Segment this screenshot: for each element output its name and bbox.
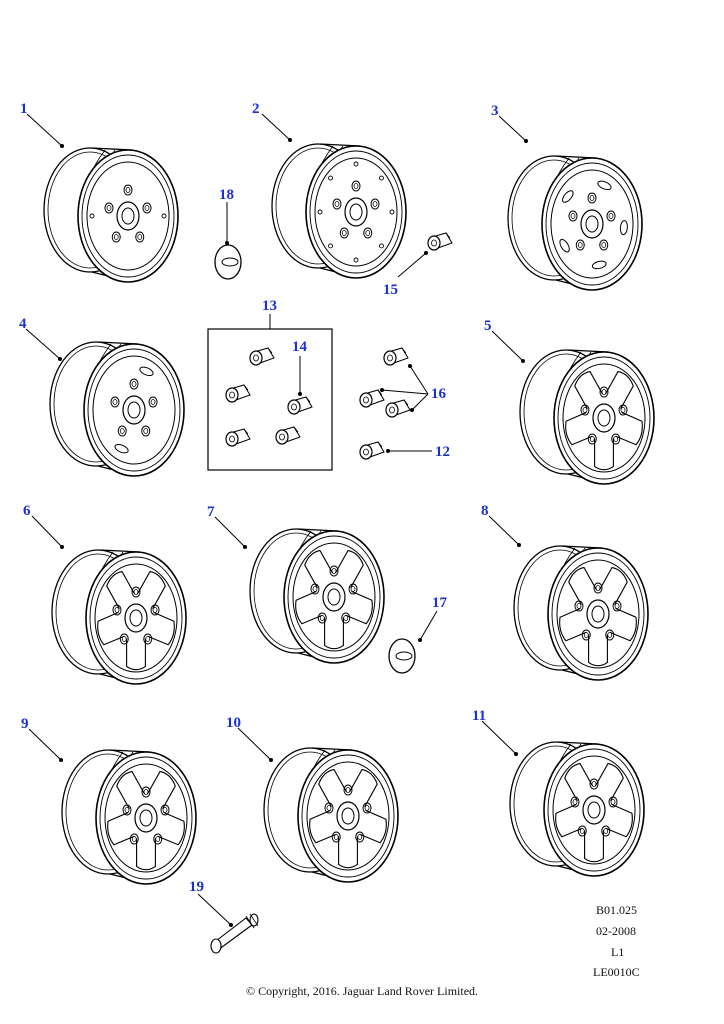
- wheel-8: [513, 545, 649, 681]
- diagram-level: L1: [611, 945, 625, 959]
- nut-14-a: [249, 347, 275, 366]
- wheel-5: [519, 349, 655, 485]
- callout-8: 8: [481, 503, 489, 519]
- callout-16: 16: [431, 386, 446, 402]
- leader-10: [237, 727, 273, 762]
- centre-cap-18: [214, 244, 242, 280]
- callout-1: 1: [20, 101, 28, 117]
- leader-17: [418, 610, 438, 642]
- callout-4: 4: [19, 316, 27, 332]
- leader-12: [386, 449, 432, 453]
- wheel-10: [263, 747, 399, 883]
- callout-17: 17: [432, 595, 447, 611]
- leader-1: [26, 113, 64, 148]
- nut-14-e: [275, 426, 301, 445]
- wheel-nut-16-a: [383, 347, 409, 366]
- wheel-7: [249, 528, 385, 664]
- leader-16: [380, 364, 429, 412]
- callout-13: 13: [262, 298, 277, 314]
- callout-3: 3: [491, 103, 499, 119]
- wheel-3: [507, 155, 643, 291]
- diagram-date: 02-2008: [596, 924, 636, 938]
- leader-14: [298, 356, 302, 396]
- callout-12: 12: [435, 444, 450, 460]
- centre-cap-17: [388, 638, 416, 674]
- nut-14-c: [287, 396, 313, 415]
- tyre-valve-19: [210, 913, 259, 954]
- locking-nut-15: [427, 232, 453, 251]
- wheel-nut-16-c: [385, 399, 411, 418]
- leader-2: [261, 113, 292, 142]
- callout-5: 5: [484, 318, 492, 334]
- leader-11: [481, 720, 518, 756]
- nut-14-d: [225, 428, 251, 447]
- wheel-1: [43, 147, 179, 283]
- callout-6: 6: [23, 503, 31, 519]
- callout-14: 14: [292, 339, 307, 355]
- nut-set-box-13: [207, 314, 333, 471]
- leader-3: [498, 115, 528, 143]
- callout-11: 11: [472, 708, 487, 724]
- wheel-2: [271, 143, 407, 279]
- nut-14-b: [225, 384, 251, 403]
- leader-4: [25, 328, 62, 361]
- callout-9: 9: [21, 716, 29, 732]
- leader-7: [214, 516, 247, 549]
- callout-7: 7: [207, 504, 215, 520]
- leader-19: [197, 893, 233, 927]
- copyright-notice: © Copyright, 2016. Jaguar Land Rover Lim…: [245, 984, 479, 998]
- callout-15: 15: [383, 282, 398, 298]
- wheel-11: [509, 741, 645, 877]
- wheel-9: [61, 749, 197, 885]
- wheel-4: [49, 341, 185, 477]
- leader-5: [491, 330, 525, 363]
- wheel-6: [51, 549, 187, 685]
- leader-6: [31, 515, 64, 549]
- diagram-reference: B01.025: [596, 903, 638, 917]
- diagram-code: LE0010C: [593, 965, 640, 979]
- leader-18: [225, 202, 229, 245]
- leader-15: [397, 251, 428, 278]
- leader-9: [28, 728, 63, 762]
- callout-10: 10: [226, 715, 241, 731]
- wheel-nut-16-b: [359, 389, 385, 408]
- callout-19: 19: [189, 879, 204, 895]
- callout-2: 2: [252, 101, 260, 117]
- callout-18: 18: [219, 187, 234, 203]
- leader-8: [488, 515, 521, 547]
- wheel-nut-12: [359, 441, 385, 460]
